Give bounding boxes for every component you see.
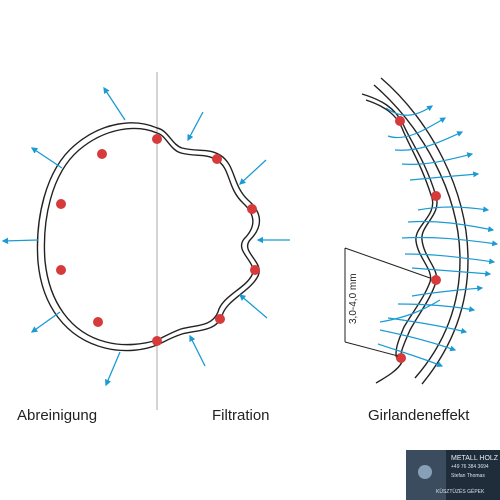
caption-cleaning: Abreinigung — [17, 407, 97, 424]
support-rod-dot — [97, 149, 107, 159]
watermark-title: METALL HOLZ — [451, 455, 499, 462]
streamline — [411, 267, 492, 277]
support-rod-dot — [431, 275, 441, 285]
support-rod-dot — [93, 317, 103, 327]
garland-filter-media-2 — [365, 99, 434, 360]
outward-arrow — [30, 311, 61, 333]
support-rod-dot — [152, 336, 162, 346]
support-rod-dot — [395, 116, 405, 126]
support-rod-dot — [152, 134, 162, 144]
cage-outer-arc — [380, 77, 469, 385]
support-rod-dot — [431, 191, 441, 201]
airflow-streamlines — [377, 105, 499, 368]
streamline — [385, 105, 433, 116]
support-rod-dot — [56, 199, 66, 209]
filtration-arrows — [187, 111, 290, 367]
support-rod-dot — [247, 204, 257, 214]
dimension-callout — [344, 247, 431, 357]
watermark-line: +49 76 384 3694 — [451, 464, 489, 470]
outward-arrow — [30, 147, 63, 169]
cleaning-half — [1, 86, 158, 387]
inward-arrow — [187, 111, 204, 142]
watermark-logo: METALL HOLZ +49 76 384 3694 Stefan Thoma… — [406, 450, 500, 500]
support-rod-dot — [250, 265, 260, 275]
inward-arrow — [189, 334, 206, 367]
caption-filtration: Filtration — [212, 407, 270, 424]
watermark-spark — [418, 465, 432, 479]
cleaning-outline-outer — [36, 122, 158, 352]
outward-arrow — [1, 237, 39, 245]
watermark-line: KÜSZTÜZÉS GÉPEK — [436, 488, 485, 495]
streamline — [417, 206, 490, 213]
garland-support-rods — [395, 116, 441, 363]
outward-arrow — [103, 86, 126, 121]
cleaning-outline-inner — [43, 127, 158, 346]
streamline — [401, 236, 499, 247]
streamline — [397, 303, 476, 313]
dimension-leader-top — [344, 247, 431, 279]
streamline — [407, 220, 495, 233]
streamline — [379, 329, 457, 352]
streamline — [387, 117, 447, 139]
filtration-support-rods — [152, 134, 260, 346]
caption-garland-effect: Girlandeneffekt — [368, 407, 470, 424]
streamline — [411, 285, 484, 297]
cleaning-arrows — [1, 86, 126, 387]
streamline — [394, 131, 464, 151]
streamline — [379, 299, 441, 323]
outward-arrow — [105, 351, 121, 387]
garland-effect: 3,0-4,0 mm — [344, 77, 499, 385]
support-rod-dot — [396, 353, 406, 363]
streamline — [404, 253, 496, 265]
cleaning-support-rods — [56, 149, 107, 327]
streamline — [409, 171, 480, 181]
support-rod-dot — [215, 314, 225, 324]
watermark-line: Stefan Thomas — [451, 473, 485, 479]
dimension-leader-bottom — [344, 341, 399, 357]
filtration-half — [152, 111, 290, 367]
inward-arrow — [239, 294, 268, 319]
streamline — [377, 343, 444, 368]
filtration-outline-inner — [156, 132, 254, 341]
filtration-outline-outer — [156, 127, 261, 346]
cage-inner-arc — [373, 84, 461, 379]
support-rod-dot — [56, 265, 66, 275]
support-rod-dot — [212, 154, 222, 164]
inward-arrow — [239, 159, 267, 185]
dimension-label: 3,0-4,0 mm — [348, 273, 359, 324]
streamline — [401, 152, 474, 165]
